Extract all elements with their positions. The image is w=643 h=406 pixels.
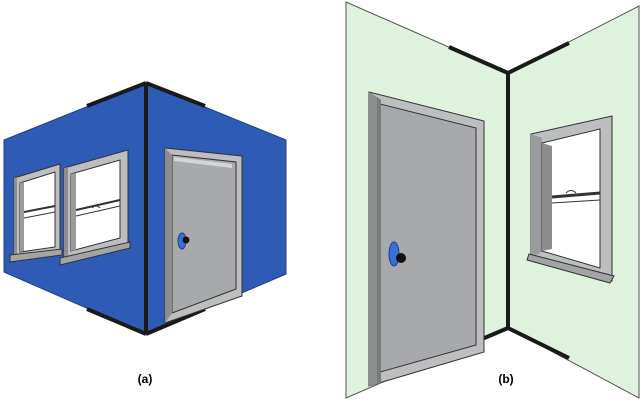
interior-top-left-edge xyxy=(448,45,509,75)
exterior-door-knob xyxy=(182,236,190,244)
caption-a: (a) xyxy=(137,372,153,386)
interior-window xyxy=(526,115,615,284)
panel-a-exterior-corner xyxy=(3,81,287,336)
exterior-top-left-edge xyxy=(86,81,147,108)
interior-door xyxy=(368,91,485,387)
exterior-window-left xyxy=(9,163,63,263)
interior-door-knob xyxy=(396,253,406,263)
interior-door-knob-plate xyxy=(388,241,400,267)
exterior-bottom-right-edge xyxy=(145,307,206,336)
panel-b-interior-corner xyxy=(345,1,640,399)
interior-bottom-right-edge xyxy=(507,326,570,360)
interior-top-right-edge xyxy=(507,41,570,75)
exterior-door xyxy=(164,147,243,324)
caption-b: (b) xyxy=(498,372,514,386)
exterior-top-right-edge xyxy=(145,81,206,108)
exterior-window-right xyxy=(59,149,131,266)
exterior-bottom-left-edge xyxy=(86,307,147,336)
